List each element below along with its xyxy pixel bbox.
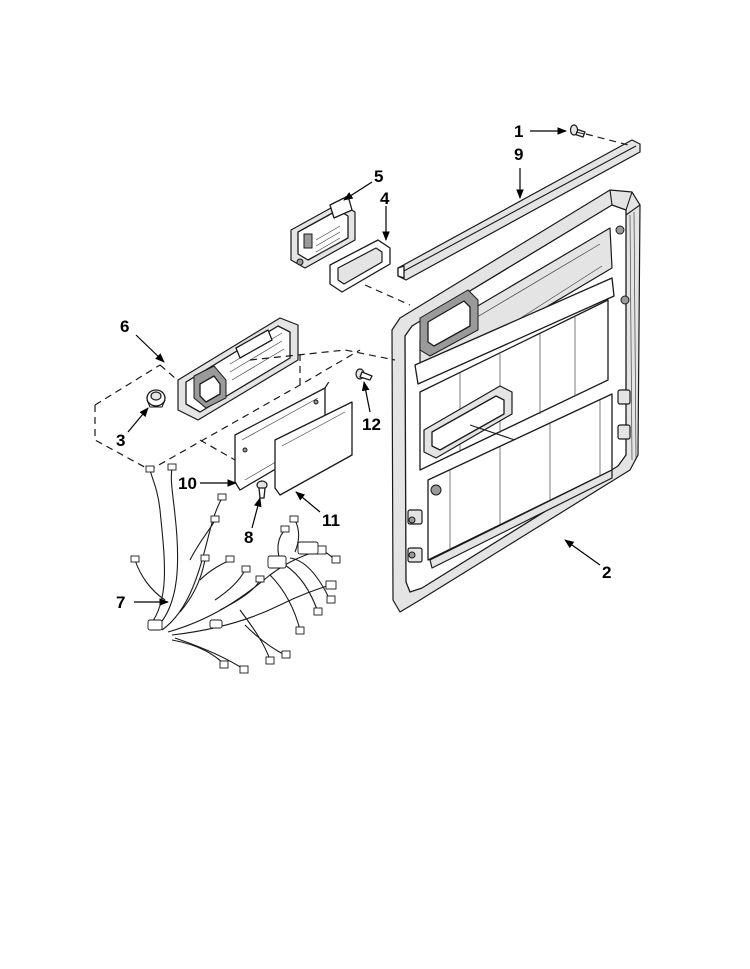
callout-11: 11 [322, 511, 340, 530]
callout-1: 1 [514, 122, 523, 141]
leader-11 [295, 491, 321, 513]
leader-lines [127, 127, 601, 606]
wire-harness [130, 463, 341, 674]
callout-2: 2 [602, 563, 611, 582]
leader-6 [135, 334, 165, 363]
inner-door-panel [391, 189, 641, 613]
leader-2 [564, 539, 601, 566]
leader-12 [361, 381, 371, 413]
callout-4: 4 [380, 189, 390, 208]
screw-12 [355, 368, 373, 381]
callout-8: 8 [244, 528, 253, 547]
door-trim-strip [397, 139, 641, 281]
push-button-knob [146, 389, 166, 408]
callout-6: 6 [120, 317, 129, 336]
callout-7: 7 [116, 593, 125, 612]
screw-1 [569, 124, 586, 138]
dispenser-gasket [329, 239, 391, 293]
dispenser-assembly [290, 195, 356, 269]
leader-3 [127, 407, 149, 433]
leader-8 [251, 497, 262, 529]
callout-12: 12 [362, 415, 381, 434]
board-shield [274, 401, 353, 496]
callout-labels: 1 2 3 4 5 6 7 8 9 10 11 12 [116, 122, 611, 612]
leader-5 [343, 181, 373, 201]
screw-8 [256, 480, 268, 499]
control-housing [177, 317, 299, 421]
callout-3: 3 [116, 431, 125, 450]
callout-10: 10 [178, 474, 197, 493]
callout-9: 9 [514, 145, 523, 164]
callout-5: 5 [374, 167, 383, 186]
